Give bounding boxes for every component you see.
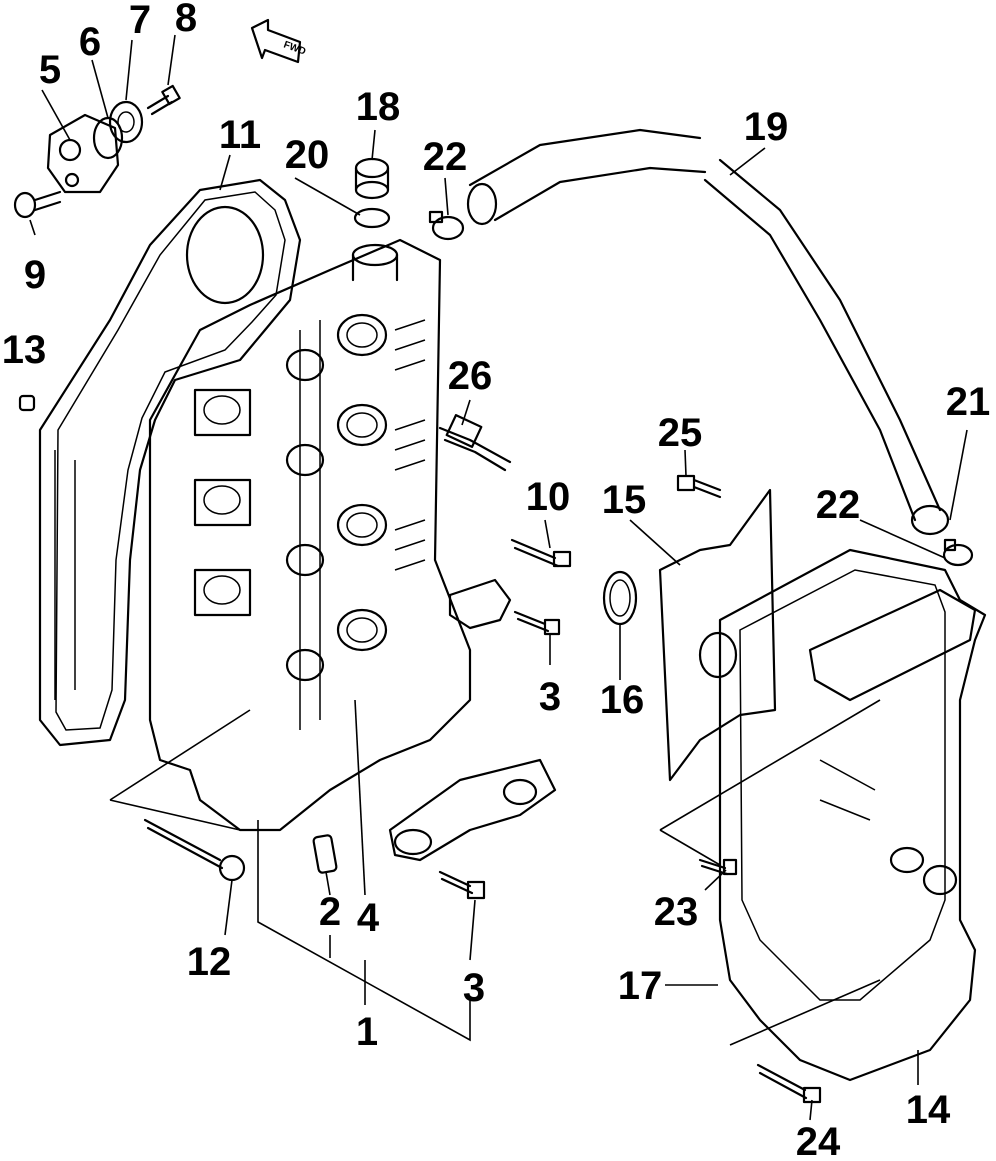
callout-11: 11: [218, 113, 262, 157]
cylinder-head: [148, 238, 472, 832]
cam-bracket: [448, 578, 512, 630]
hose-clamp-22-lower: [942, 538, 974, 567]
plug-18: [354, 157, 390, 200]
o-ring-20: [353, 207, 391, 229]
bolt-23: [698, 858, 738, 876]
cam-cap: [388, 758, 557, 862]
forward-arrow-label: FWD: [282, 39, 307, 57]
callout-4: 4: [356, 896, 380, 940]
thermostat-assembly: [46, 100, 144, 194]
exhaust-cover-14: [718, 548, 987, 1082]
callout-15: 15: [601, 478, 647, 522]
dowel-2: [312, 834, 338, 874]
callout-16: 16: [599, 678, 645, 722]
callout-2: 2: [318, 890, 342, 934]
callout-14: 14: [905, 1088, 951, 1132]
callout-22-lower: 22: [815, 483, 861, 527]
clip-16: [602, 570, 638, 626]
bolt-24: [756, 1063, 822, 1104]
callout-25: 25: [657, 411, 703, 455]
callout-22-upper: 22: [422, 135, 468, 179]
gasket-15: [658, 488, 777, 782]
callout-6: 6: [78, 20, 102, 64]
callout-7: 7: [128, 0, 152, 42]
callout-12: 12: [186, 940, 232, 984]
callout-23: 23: [653, 890, 699, 934]
bolt-25: [676, 474, 722, 499]
spark-plug-26: [438, 414, 512, 472]
bolt-9: [13, 190, 62, 219]
leader-lines: [29, 34, 968, 1121]
hose-clamp-22-upper: [428, 210, 465, 241]
bolt-8: [146, 84, 181, 116]
callout-19: 19: [743, 105, 789, 149]
callout-9: 9: [23, 253, 47, 297]
bolt-12: [143, 818, 246, 882]
callout-24: 24: [795, 1120, 841, 1161]
callout-21: 21: [945, 380, 991, 424]
callout-5: 5: [38, 48, 62, 92]
callout-18: 18: [355, 85, 401, 129]
callout-20: 20: [284, 133, 330, 177]
bolt-3-lower: [438, 870, 486, 900]
callout-3-upper: 3: [538, 675, 562, 719]
hose-19: [466, 128, 950, 536]
callout-1: 1: [355, 1010, 379, 1054]
forward-arrow-icon: FWD: [250, 18, 307, 64]
callout-17: 17: [617, 964, 663, 1008]
bolt-3-upper: [513, 610, 561, 636]
callout-8: 8: [174, 0, 198, 40]
callout-13: 13: [1, 328, 47, 372]
callout-26: 26: [447, 354, 493, 398]
cylinder-head-gasket: [38, 178, 302, 747]
callout-3-lower: 3: [462, 966, 486, 1010]
dowel-pin-13: [18, 394, 36, 412]
bolt-10: [510, 538, 572, 568]
callout-10: 10: [525, 475, 571, 519]
